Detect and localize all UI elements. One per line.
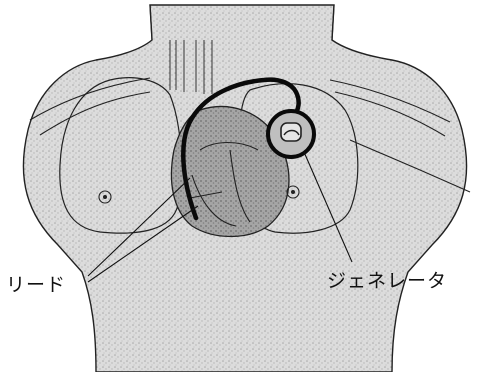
lead-label: リード: [6, 270, 66, 297]
generator-label: ジェネレータ: [327, 266, 447, 293]
generator-device: [268, 111, 314, 157]
